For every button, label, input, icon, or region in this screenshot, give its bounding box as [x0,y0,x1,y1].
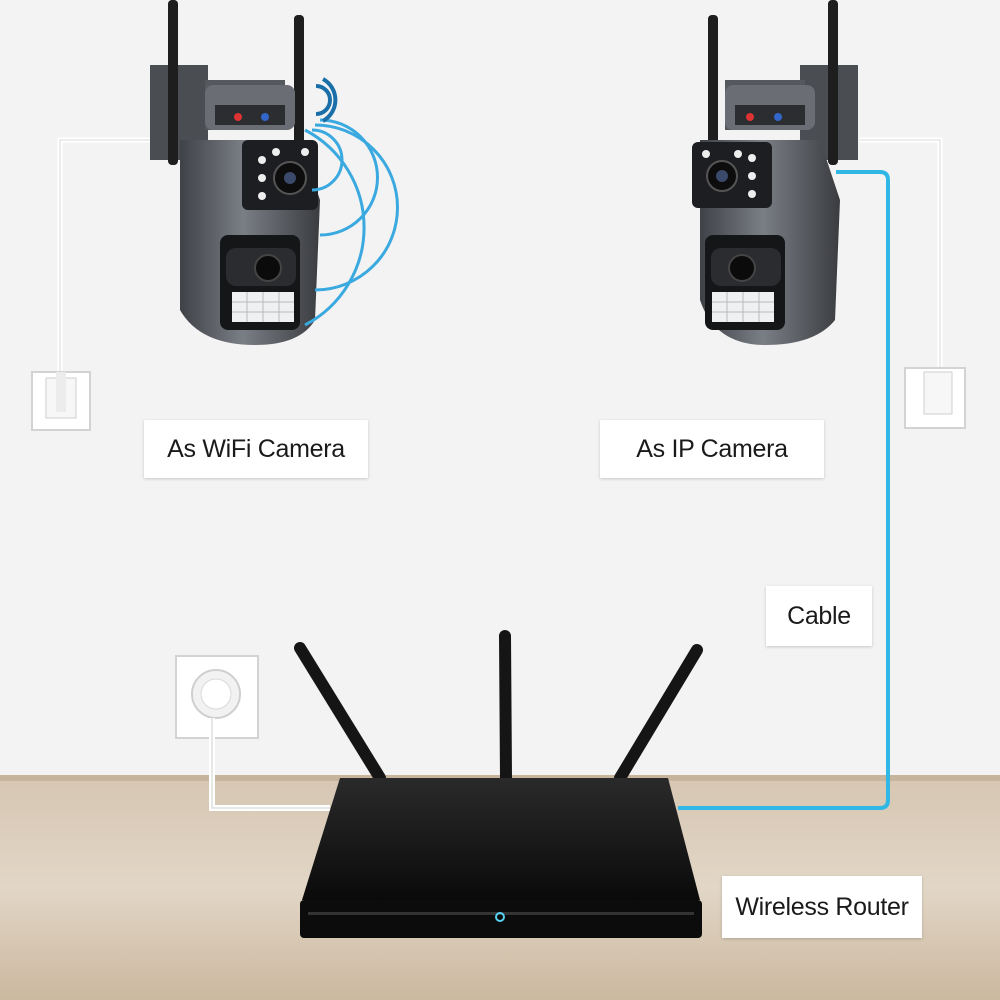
wifi-camera [57,0,320,372]
router-icon [294,630,703,938]
power-outlet-icon [31,371,91,431]
wifi-camera-label: As WiFi Camera [144,420,368,478]
ethernet-cable [678,170,890,810]
wireless-router-label: Wireless Router [722,876,922,938]
power-outlet-icon [175,655,330,811]
power-outlet-icon [904,367,966,429]
ip-camera [692,0,943,370]
ip-camera-label: As IP Camera [600,420,824,478]
cable-label: Cable [766,586,872,646]
wifi-signal-icon [304,77,399,327]
